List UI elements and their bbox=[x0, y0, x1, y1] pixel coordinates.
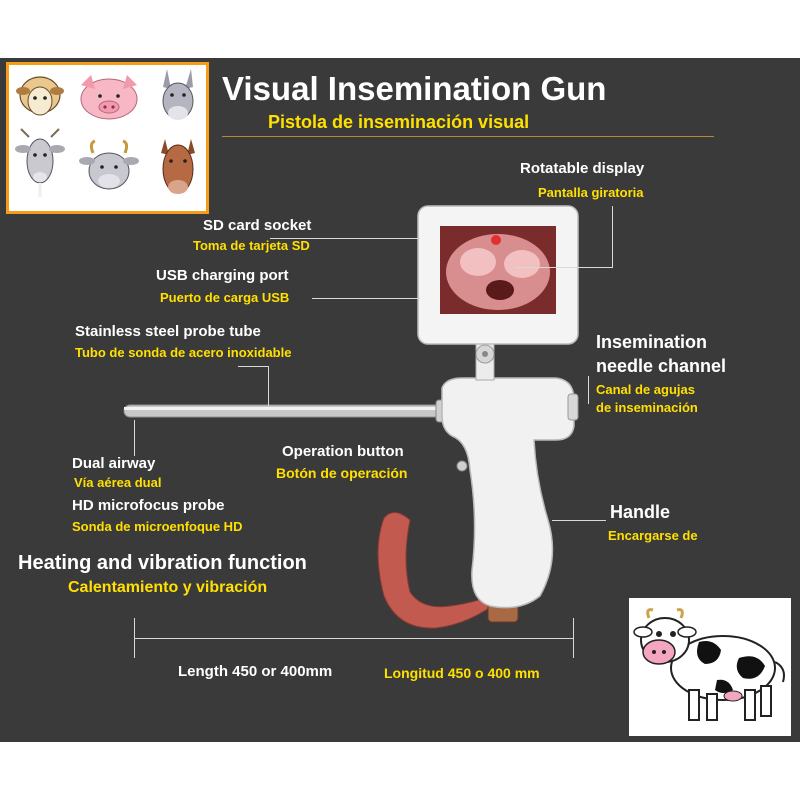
sheep-face-icon bbox=[16, 76, 64, 116]
heating-label-es: Calentamiento y vibración bbox=[68, 579, 268, 596]
rotatable-display bbox=[417, 205, 579, 345]
needle-channel-label-es-1: Canal de agujas bbox=[596, 382, 695, 397]
display-stem bbox=[475, 339, 495, 381]
page-subtitle: Pistola de inseminación visual bbox=[268, 112, 530, 132]
airway-pointer-line bbox=[134, 420, 135, 456]
probe-pointer-line-h bbox=[238, 366, 268, 367]
handle-label: Handle bbox=[610, 502, 671, 522]
page-title: Visual Insemination Gun bbox=[222, 70, 607, 107]
horse-face-icon bbox=[161, 139, 195, 194]
needle-channel-label-2: needle channel bbox=[596, 356, 727, 376]
goat-face-icon bbox=[15, 128, 65, 197]
usb-port-label: USB charging port bbox=[156, 267, 289, 284]
dual-airway-label: Dual airway bbox=[72, 455, 156, 472]
probe-tube bbox=[123, 399, 451, 423]
sd-card-label-es: Toma de tarjeta SD bbox=[193, 238, 310, 253]
length-tick-right bbox=[573, 618, 574, 658]
operation-button-label: Operation button bbox=[282, 443, 404, 460]
length-label-es: Longitud 450 o 400 mm bbox=[384, 665, 540, 681]
donkey-face-icon bbox=[162, 69, 194, 120]
display-pointer-line bbox=[612, 206, 613, 268]
hd-probe-label-es: Sonda de microenfoque HD bbox=[72, 519, 243, 534]
cow-face-icon bbox=[79, 139, 139, 190]
sd-card-label: SD card socket bbox=[203, 217, 312, 234]
probe-tube-label-es: Tubo de sonda de acero inoxidable bbox=[75, 345, 292, 360]
animal-faces-panel bbox=[6, 62, 209, 214]
cartoon-cow-panel bbox=[629, 598, 791, 736]
heating-label: Heating and vibration function bbox=[18, 552, 307, 574]
length-tick-left bbox=[134, 618, 135, 658]
hd-probe-label: HD microfocus probe bbox=[72, 497, 225, 514]
dual-airway-label-es: Vía aérea dual bbox=[74, 475, 162, 490]
handle-label-es: Encargarse de bbox=[608, 528, 698, 543]
rotatable-display-label-es: Pantalla giratoria bbox=[538, 185, 644, 200]
needle-channel-label-1: Insemination bbox=[596, 332, 708, 352]
rotatable-display-label: Rotatable display bbox=[520, 160, 645, 177]
needle-pointer-line bbox=[588, 376, 589, 404]
operation-button-label-es: Botón de operación bbox=[276, 465, 408, 481]
wrist-strap bbox=[377, 512, 501, 629]
sd-pointer-line bbox=[270, 238, 420, 239]
probe-tube-label: Stainless steel probe tube bbox=[75, 323, 261, 340]
length-dimension-line bbox=[134, 638, 574, 639]
handle-pointer-line bbox=[552, 520, 606, 521]
length-label: Length 450 or 400mm bbox=[178, 663, 333, 680]
cartoon-cow-icon bbox=[633, 608, 785, 721]
display-pointer-line-h bbox=[516, 267, 613, 268]
gun-body bbox=[441, 377, 579, 609]
usb-port-label-es: Puerto de carga USB bbox=[160, 290, 290, 305]
pig-face-icon bbox=[80, 75, 138, 120]
probe-pointer-line bbox=[268, 366, 269, 406]
needle-channel-label-es-2: de inseminación bbox=[596, 400, 698, 415]
usb-pointer-line bbox=[312, 298, 420, 299]
title-underline bbox=[222, 136, 714, 137]
